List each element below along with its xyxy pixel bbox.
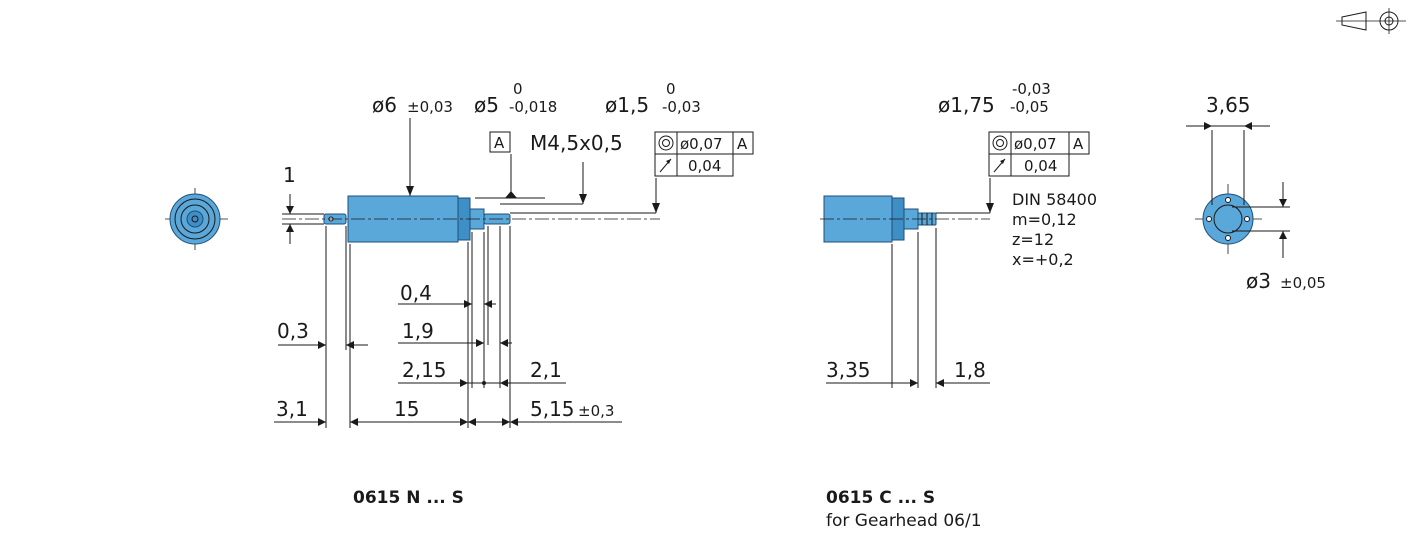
runout-icon: [993, 158, 1006, 173]
datum-box: [489, 131, 511, 153]
dim-3-35: 3,35: [826, 358, 871, 382]
projection-symbol-icon: [1336, 8, 1406, 34]
front-width-label: 3,65: [1206, 93, 1251, 117]
rear-height-label: 1: [283, 163, 296, 187]
dia-body-tolerance: ±0,03: [407, 98, 453, 116]
front-bore-label: ø3: [1246, 269, 1271, 293]
c-type-side-view: [820, 195, 990, 243]
gear-spec-module: m=0,12: [1012, 210, 1077, 229]
dia-front-tol-upper: 0: [513, 80, 523, 98]
rear-end-view: [165, 188, 228, 250]
gear-spec-shift: x=+0,2: [1012, 250, 1074, 269]
n-concentricity-value: ø0,07: [680, 135, 723, 153]
runout-icon: [659, 158, 672, 173]
dim-2-1: 2,1: [530, 358, 562, 382]
thread-label: M4,5x0,5: [530, 131, 623, 155]
dia-front-label: ø5: [474, 93, 499, 117]
n-type-caption: 0615 N ... S: [353, 488, 464, 508]
gear-spec-standard: DIN 58400: [1012, 190, 1097, 209]
n-type-dimension-lines: [274, 118, 660, 428]
dim-15: 15: [394, 397, 419, 421]
dim-0-4: 0,4: [400, 281, 432, 305]
n-concentricity-datum: A: [737, 135, 748, 153]
c-concentricity-datum: A: [1073, 135, 1084, 153]
c-type-caption: 0615 C ... S: [826, 488, 935, 508]
dim-2-15: 2,15: [402, 358, 447, 382]
dia-pinion-tol-upper: -0,03: [1012, 80, 1051, 98]
dia-pinion-tol-lower: -0,05: [1010, 98, 1049, 116]
c-type-subcaption: for Gearhead 06/1: [826, 511, 982, 531]
n-type-side-view: [282, 195, 660, 243]
c-concentricity-value: ø0,07: [1014, 135, 1057, 153]
dim-1-8: 1,8: [954, 358, 986, 382]
dim-0-3: 0,3: [277, 319, 309, 343]
c-runout-value: 0,04: [1024, 157, 1057, 175]
dia-body-label: ø6: [372, 93, 397, 117]
concentricity-icon: [658, 135, 674, 151]
dia-shaft-tol-upper: 0: [666, 80, 676, 98]
dim-1-9: 1,9: [402, 319, 434, 343]
dim-5-15: 5,15: [530, 397, 575, 421]
dia-shaft-tol-lower: -0,03: [662, 98, 701, 116]
dia-pinion-label: ø1,75: [938, 93, 995, 117]
dia-front-tol-lower: -0,018: [509, 98, 557, 116]
front-view: [1186, 122, 1290, 258]
front-bore-tolerance: ±0,05: [1280, 274, 1326, 292]
concentricity-icon: [992, 135, 1008, 151]
n-runout-value: 0,04: [688, 157, 721, 175]
c-type-feature-control-frame: [988, 131, 1090, 177]
gear-spec-teeth: z=12: [1012, 230, 1054, 249]
n-type-feature-control-frame: [654, 131, 754, 177]
datum-label: A: [494, 134, 505, 152]
dim-5-15-tolerance: ±0,3: [578, 402, 614, 420]
dia-shaft-label: ø1,5: [605, 93, 649, 117]
dim-3-1: 3,1: [276, 397, 308, 421]
c-type-dimension-lines: [826, 160, 994, 388]
